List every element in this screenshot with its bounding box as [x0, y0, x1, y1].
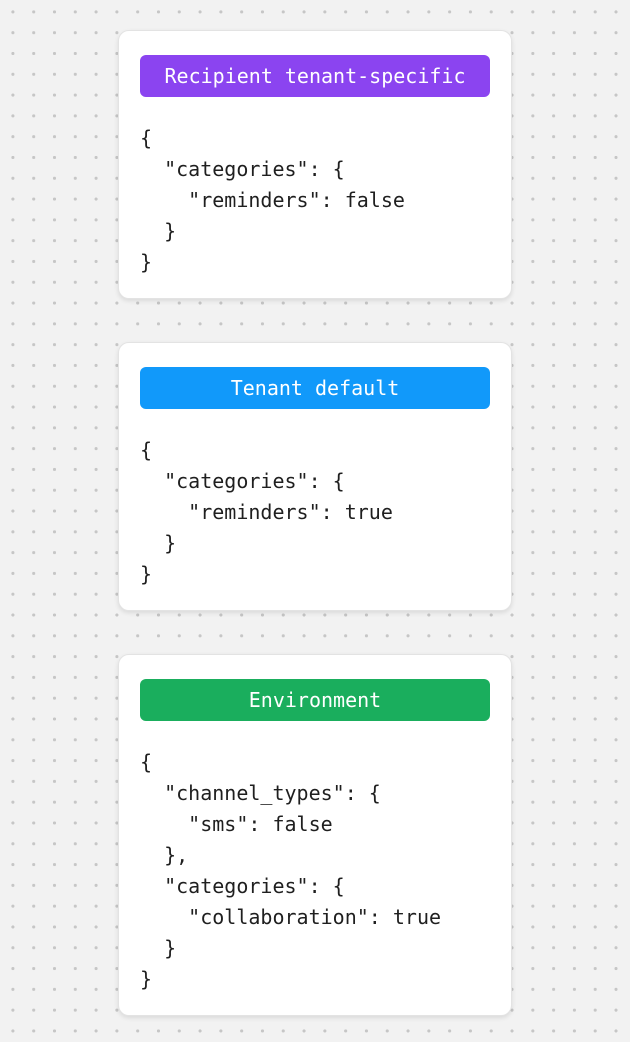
card-environment: Environment { "channel_types": { "sms": …: [118, 654, 512, 1016]
card-recipient-tenant-specific: Recipient tenant-specific { "categories"…: [118, 30, 512, 299]
json-code-tenant-default: { "categories": { "reminders": true } }: [140, 438, 393, 586]
preference-cascade-diagram: Recipient tenant-specific { "categories"…: [118, 0, 512, 1016]
badge-tenant-default: Tenant default: [140, 367, 490, 409]
json-code-environment: { "channel_types": { "sms": false }, "ca…: [140, 750, 442, 991]
card-tenant-default: Tenant default { "categories": { "remind…: [118, 342, 512, 611]
badge-recipient-tenant-specific: Recipient tenant-specific: [140, 55, 490, 97]
badge-environment: Environment: [140, 679, 490, 721]
json-code-recipient-tenant-specific: { "categories": { "reminders": false } }: [140, 126, 405, 274]
